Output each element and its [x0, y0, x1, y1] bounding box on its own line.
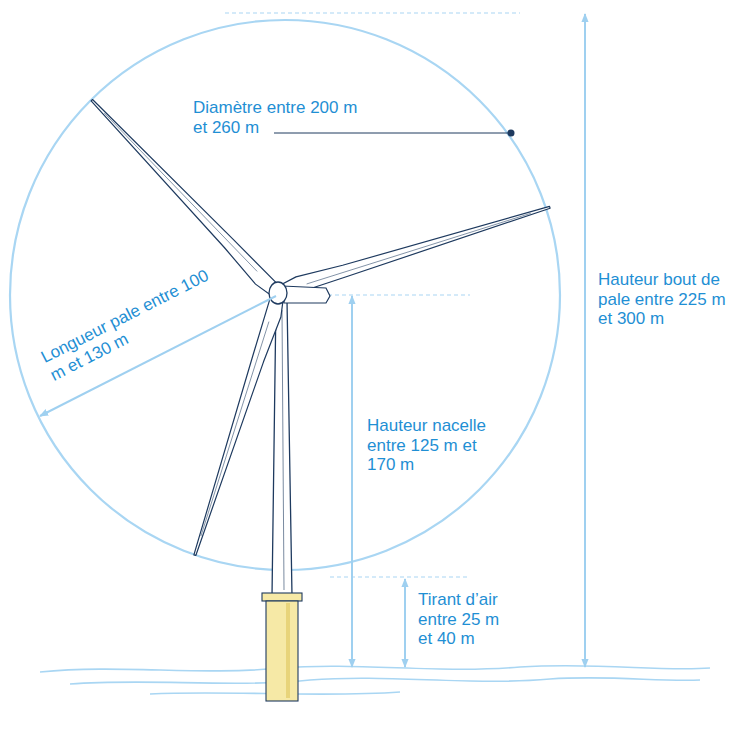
dimension-label: Hauteur bout de pale entre 225 m et 300 …	[598, 270, 730, 329]
dimension-label: Diamètre entre 200 m et 260 m	[193, 98, 371, 137]
tower	[272, 300, 292, 596]
dimension-label: Tirant d’air entre 25 m et 40 m	[418, 590, 518, 649]
transition-piece	[266, 601, 298, 701]
dimension-label: Hauteur nacelle entre 125 m et 170 m	[367, 416, 497, 475]
leader-dot	[508, 130, 515, 137]
sea-waves	[40, 666, 710, 695]
tower-line	[282, 310, 284, 590]
dimension-label: Longueur pale entre 100 m et 130 m	[38, 264, 225, 385]
platform	[262, 593, 302, 601]
transition-shade	[286, 603, 290, 698]
leader-line	[274, 133, 510, 134]
reference-lines	[225, 13, 520, 577]
nacelle	[282, 286, 330, 303]
hub	[269, 282, 287, 304]
